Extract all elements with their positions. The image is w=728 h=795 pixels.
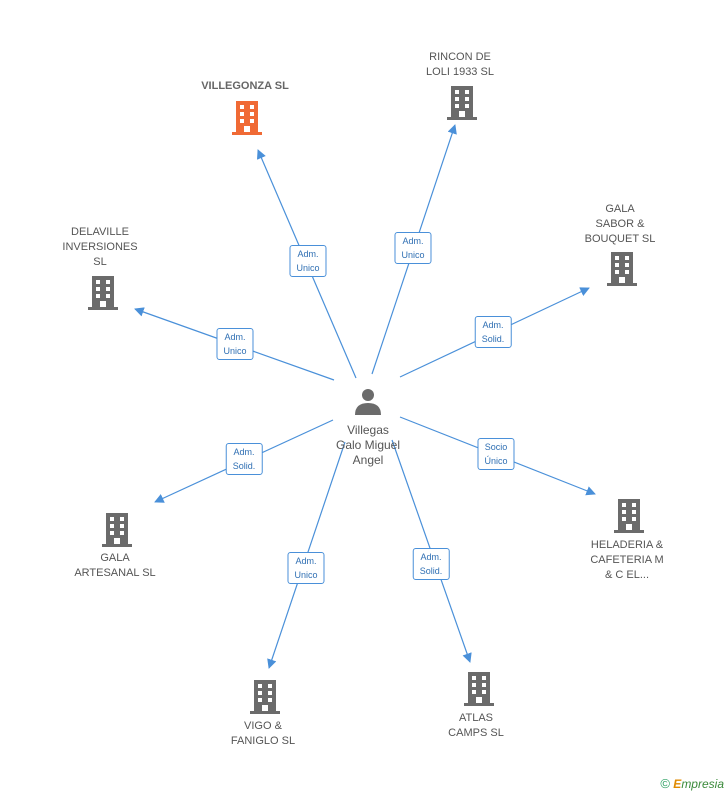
company-label-rincon[interactable]: RINCON DE LOLI 1933 SL [426, 51, 494, 78]
building-icon[interactable] [607, 252, 637, 286]
building-icon[interactable] [232, 101, 262, 135]
company-label-gala-artesanal[interactable]: GALA ARTESANAL SL [74, 552, 156, 579]
footer-brand: © Empresia [660, 776, 724, 791]
role-badge-gala-sabor: Adm. Solid. [474, 316, 512, 348]
brand-name: mpresia [681, 777, 724, 791]
building-icon[interactable] [102, 513, 132, 547]
copyright-icon: © [660, 776, 670, 791]
building-icon[interactable] [464, 672, 494, 706]
role-badge-atlas: Adm. Solid. [412, 548, 450, 580]
center-person-label: Villegas Galo Miguel Angel [335, 423, 401, 467]
company-label-vigo[interactable]: VIGO & FANIGLO SL [230, 720, 296, 747]
company-label-heladeria[interactable]: HELADERIA & CAFETERIA M & C EL... [590, 539, 664, 581]
role-badge-vigo: Adm. Unico [287, 552, 325, 584]
company-label-delaville[interactable]: DELAVILLE INVERSIONES SL [62, 226, 138, 268]
building-icon[interactable] [88, 276, 118, 310]
role-badge-delaville: Adm. Unico [216, 328, 254, 360]
person-icon[interactable] [355, 389, 381, 415]
building-icon[interactable] [447, 86, 477, 120]
role-badge-heladeria: Socio Único [477, 438, 515, 470]
company-label-gala-sabor[interactable]: GALA SABOR & BOUQUET SL [584, 203, 656, 245]
company-label-villegonza[interactable]: VILLEGONZA SL [201, 80, 289, 92]
role-badge-gala-artesanal: Adm. Solid. [225, 443, 263, 475]
role-badge-rincon: Adm. Unico [394, 232, 432, 264]
building-icon[interactable] [250, 680, 280, 714]
role-badge-villegonza: Adm. Unico [289, 245, 327, 277]
brand-initial: E [673, 777, 682, 791]
company-label-atlas[interactable]: ATLAS CAMPS SL [448, 712, 504, 739]
building-icon[interactable] [614, 499, 644, 533]
